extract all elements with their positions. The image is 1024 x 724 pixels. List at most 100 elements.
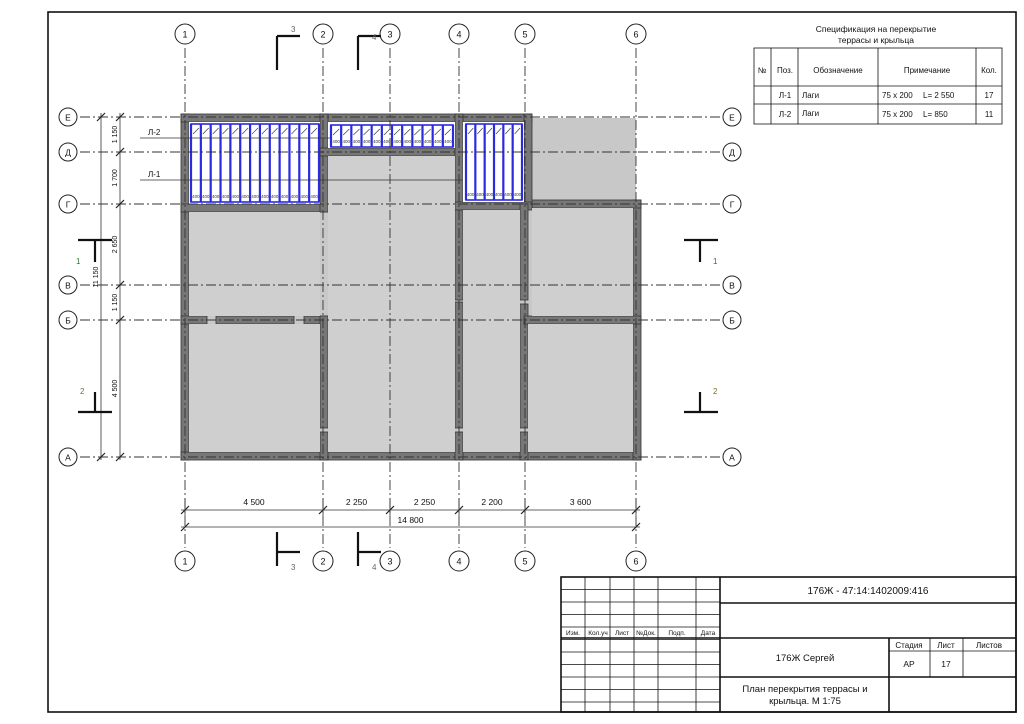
wall (519, 203, 529, 301)
axis-bubble (58, 447, 78, 467)
tb-header: Кол.уч (588, 630, 608, 637)
section-label: 2 (80, 387, 85, 396)
axis-label: Б (729, 316, 735, 326)
axis-label: Д (729, 148, 735, 158)
drawing-title-line1: План перекрытия террасы и (742, 684, 867, 695)
joist-spacing: 400 (514, 192, 522, 197)
axis-bubble (722, 275, 742, 295)
project-code: 176Ж - 47:14:1402009:416 (807, 586, 928, 597)
axis-bubble (722, 142, 742, 162)
wall (519, 431, 529, 461)
dimension-value: 4 500 (112, 380, 119, 398)
axis-label: В (65, 281, 71, 291)
section-label: 1 (713, 257, 718, 266)
section-label: 1 (76, 257, 81, 266)
axis-label: 4 (456, 557, 461, 567)
joist-spacing: 400 (434, 139, 442, 144)
spec-header-qty: Кол. (981, 66, 997, 75)
wall (319, 113, 329, 213)
axis-label: 2 (320, 557, 325, 567)
sheet-label: Лист (937, 641, 955, 650)
axis-label: Д (65, 148, 71, 158)
axis-label: 5 (522, 30, 527, 40)
axis-bubble (312, 23, 334, 45)
spec-row-length: L= 850 (923, 110, 948, 119)
spec-row-pos: Л-2 (779, 110, 792, 119)
dimension-value: 1 150 (112, 126, 119, 144)
tb-header: Лист (615, 630, 629, 637)
axis-bubble (174, 550, 196, 572)
spec-row-pos: Л-1 (779, 91, 792, 100)
joist-spacing: 400 (241, 194, 249, 199)
dimension-tick (115, 199, 125, 209)
spec-row-name: Лаги (802, 109, 819, 118)
spec-header-num: № (758, 66, 767, 75)
joist-spacing: 400 (424, 139, 432, 144)
axis-label: 3 (387, 557, 392, 567)
dimension-tick (96, 452, 106, 462)
spec-row-length: L= 2 550 (923, 91, 955, 100)
axis-bubble (174, 23, 196, 45)
author-name: 176Ж Сергей (776, 653, 835, 664)
dimension-value: 4 500 (243, 497, 265, 507)
joist-spacing: 400 (342, 139, 350, 144)
spec-header-name: Обозначение (813, 66, 863, 75)
dimension-value: 2 200 (481, 497, 503, 507)
dimension-value: 2 250 (346, 497, 368, 507)
joist-spacing: 400 (476, 192, 484, 197)
joist-spacing: 400 (353, 139, 361, 144)
joist-spacing: 400 (222, 194, 230, 199)
joist-spacing: 400 (486, 192, 494, 197)
axis-label: Г (66, 200, 71, 210)
beam-label-l2: Л-2 (148, 128, 161, 137)
room-fill (463, 210, 520, 452)
room-fill (328, 156, 455, 452)
joist-spacing: 400 (232, 194, 240, 199)
section-label: 4 (372, 563, 377, 572)
dimension-tick (180, 522, 190, 532)
dimension-total: 11 150 (93, 266, 100, 287)
joist-spacing: 400 (261, 194, 269, 199)
axis-bubble (379, 23, 401, 45)
wall (319, 431, 329, 461)
dimension-tick (115, 112, 125, 122)
spec-row-qty: 17 (985, 91, 994, 100)
joist-spacing: 400 (310, 194, 318, 199)
dimension-value: 2 250 (414, 497, 436, 507)
axis-bubble (514, 550, 536, 572)
axis-bubble (722, 447, 742, 467)
joist-spacing: 400 (504, 192, 512, 197)
joist-frame (190, 123, 320, 203)
dimension-value: 1 700 (112, 169, 119, 187)
room-fill (532, 208, 633, 316)
axis-bubble (625, 550, 647, 572)
dimension-tick (96, 112, 106, 122)
axis-bubble (514, 23, 536, 45)
joist-spacing: 400 (373, 139, 381, 144)
wall (180, 451, 642, 461)
joist-spacing: 400 (271, 194, 279, 199)
sheet-frame (47, 11, 1017, 713)
axis-label: Е (729, 113, 735, 123)
spec-row-name: Лаги (802, 91, 819, 100)
axis-bubble (379, 550, 401, 572)
joist-spacing: 400 (414, 139, 422, 144)
joist-spacing: 400 (383, 139, 391, 144)
section-label: 3 (291, 563, 296, 572)
joist-spacing: 400 (393, 139, 401, 144)
drawing-title-line2: крыльца. М 1:75 (769, 696, 841, 707)
axis-label: А (65, 453, 71, 463)
room-fill (528, 324, 633, 452)
axis-bubble (58, 142, 78, 162)
axis-label: В (729, 281, 735, 291)
axis-bubble (58, 194, 78, 214)
sheets-label: Листов (976, 641, 1002, 650)
stage-label: Стадия (895, 641, 922, 650)
joist-spacing: 400 (251, 194, 259, 199)
dimension-tick (115, 315, 125, 325)
axis-bubble (58, 107, 78, 127)
dimension-value: 1 150 (112, 294, 119, 312)
